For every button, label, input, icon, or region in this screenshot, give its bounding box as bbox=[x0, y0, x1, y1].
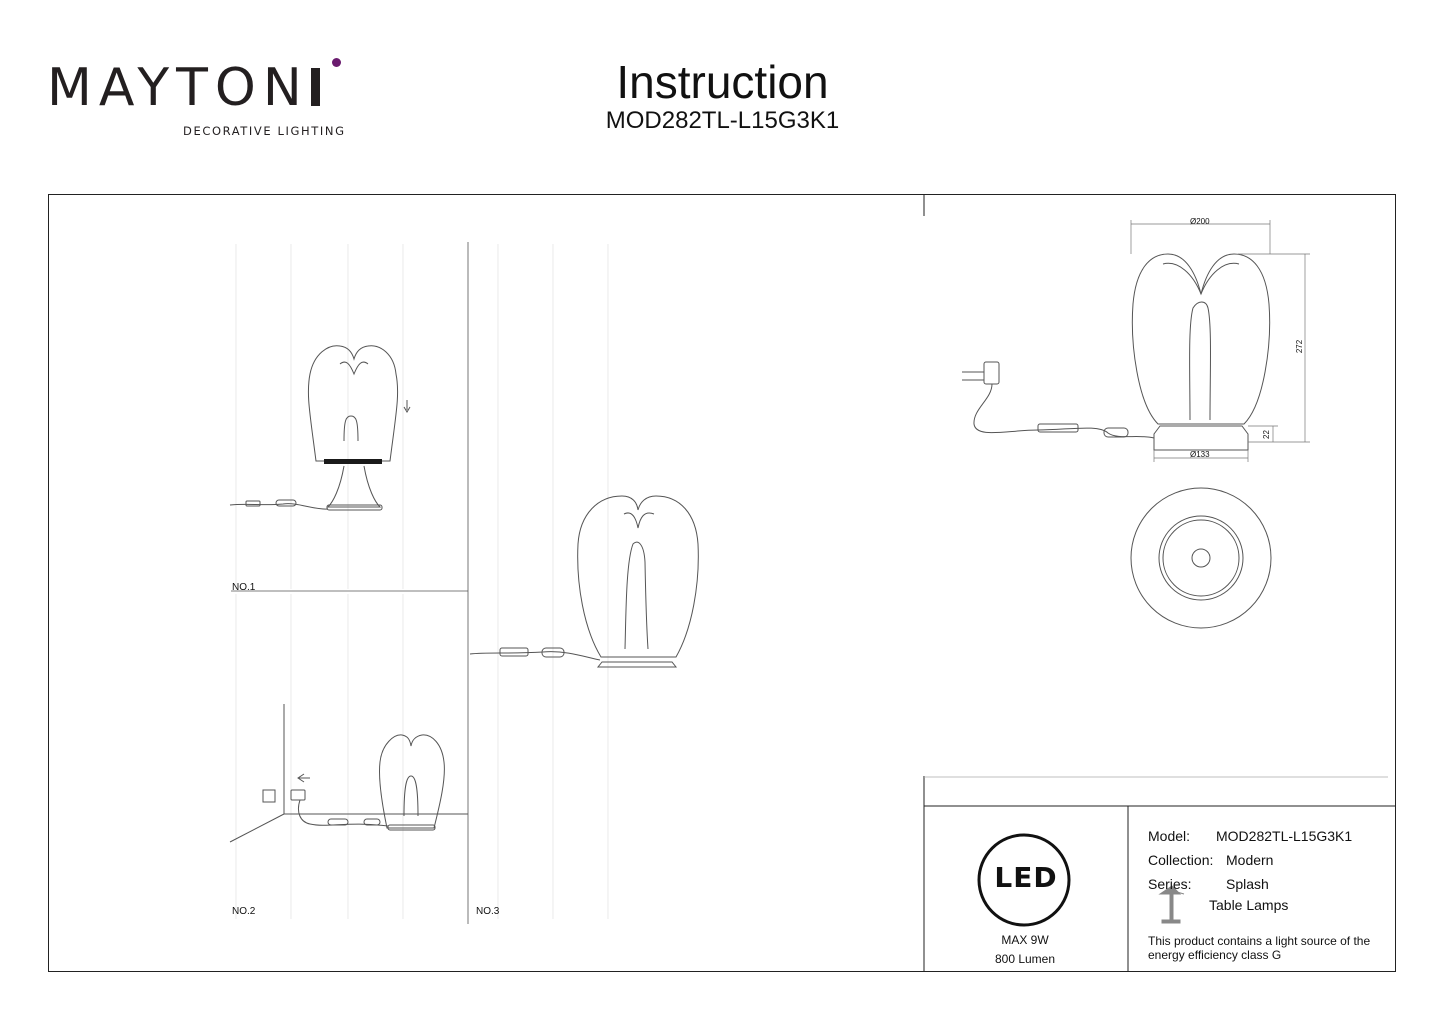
step3-lamp bbox=[469, 495, 699, 668]
category-label: Table Lamps bbox=[1209, 897, 1289, 913]
brand-subtitle: DECORATIVE LIGHTING bbox=[183, 124, 346, 138]
dim-width-top: Ø200 bbox=[1190, 217, 1210, 226]
brand-name: MAYTON bbox=[47, 58, 309, 118]
led-badge-circle bbox=[977, 833, 1071, 927]
step2-wall-lamp bbox=[229, 704, 468, 843]
table-lamp-icon bbox=[1158, 885, 1185, 924]
step2-label: NO.2 bbox=[232, 906, 256, 917]
step1-label: NO.1 bbox=[232, 582, 256, 593]
logo-i-stem bbox=[310, 68, 320, 106]
collection-label: Collection: bbox=[1148, 852, 1214, 868]
model-label: Model: bbox=[1148, 828, 1191, 844]
assembly-drawing bbox=[229, 194, 1396, 972]
collection-value: Modern bbox=[1226, 852, 1274, 868]
dimension-drawing bbox=[962, 220, 1310, 629]
energy-note-line1: This product contains a light source of … bbox=[1148, 934, 1371, 948]
series-label: Series: bbox=[1148, 876, 1192, 892]
energy-note: This product contains a light source of … bbox=[1148, 934, 1388, 962]
brand-logo: MAYTON bbox=[47, 62, 320, 114]
step1-lamp bbox=[229, 345, 411, 511]
page-model: MOD282TL-L15G3K1 bbox=[605, 107, 840, 134]
series-value: Splash bbox=[1226, 876, 1269, 892]
logo-dot bbox=[332, 58, 341, 67]
model-value: MOD282TL-L15G3K1 bbox=[1216, 828, 1353, 844]
drawing-frame bbox=[48, 194, 1396, 972]
dim-height: 272 bbox=[1295, 339, 1305, 354]
led-badge: LED bbox=[994, 861, 1058, 894]
step1-ring bbox=[324, 459, 382, 464]
page-title: Instruction bbox=[616, 56, 829, 108]
step3-label: NO.3 bbox=[476, 906, 500, 917]
energy-note-line2: energy efficiency class G bbox=[1148, 948, 1282, 962]
dim-base-height: 22 bbox=[1261, 430, 1271, 439]
power-rating: MAX 9W bbox=[1001, 933, 1049, 947]
lumen-rating: 800 Lumen bbox=[994, 952, 1056, 966]
dim-base-diameter: Ø133 bbox=[1190, 450, 1210, 459]
